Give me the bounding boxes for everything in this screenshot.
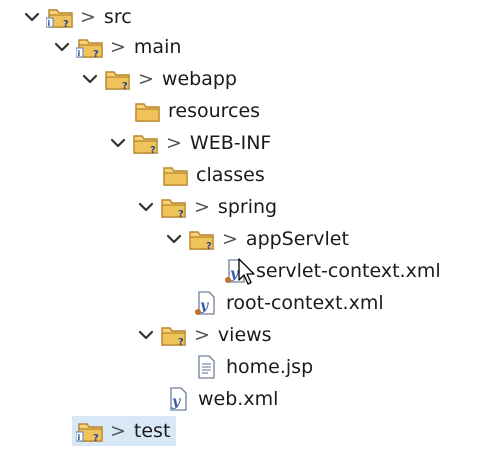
tree-node-decoration: > [80, 6, 96, 28]
tree-node-webapp[interactable]: > webapp [80, 64, 237, 94]
folder-icon [160, 322, 188, 348]
tree-node-decoration: > [138, 68, 154, 90]
tree-node-label: home.jsp [226, 356, 314, 378]
chevron-down-icon[interactable] [164, 229, 184, 249]
chevron-down-icon[interactable] [108, 133, 128, 153]
tree-node-decoration: > [222, 228, 238, 250]
tree-node-main[interactable]: > main [52, 32, 181, 62]
folder-icon [162, 162, 190, 188]
tree-node-servlet-context-xml[interactable]: servlet-context.xml [222, 256, 441, 286]
tree-node-test[interactable]: > test [72, 416, 176, 446]
tree-node-decoration: > [110, 36, 126, 58]
chevron-down-icon[interactable] [80, 69, 100, 89]
tree-node-decoration: > [110, 420, 126, 442]
package-folder-icon [76, 34, 104, 60]
tree-node-classes[interactable]: classes [162, 160, 265, 190]
tree-node-spring[interactable]: > spring [136, 192, 277, 222]
tree-node-label: spring [217, 196, 278, 218]
tree-node-root-context-xml[interactable]: root-context.xml [192, 288, 384, 318]
chevron-down-icon[interactable] [52, 37, 72, 57]
tree-node-label: webapp [161, 68, 237, 90]
tree-node-label: test [133, 420, 171, 442]
tree-node-label: web.xml [198, 388, 279, 410]
tree-node-label: src [103, 6, 132, 28]
folder-icon [188, 226, 216, 252]
xml-file-icon [164, 386, 192, 412]
tree-node-label: main [133, 36, 182, 58]
tree-node-decoration: > [166, 132, 182, 154]
tree-node-decoration: > [194, 324, 210, 346]
tree-node-web-inf[interactable]: > WEB-INF [108, 128, 271, 158]
tree-node-appservlet[interactable]: > appServlet [164, 224, 349, 254]
tree-node-resources[interactable]: resources [134, 96, 260, 126]
folder-icon [160, 194, 188, 220]
tree-node-views[interactable]: > views [136, 320, 272, 350]
tree-node-label: classes [196, 164, 265, 186]
chevron-down-icon[interactable] [136, 325, 156, 345]
chevron-down-icon[interactable] [22, 7, 42, 27]
tree-node-home-jsp[interactable]: home.jsp [192, 352, 313, 382]
tree-node-label: root-context.xml [226, 292, 384, 314]
tree-node-decoration: > [194, 196, 210, 218]
tree-node-label: resources [168, 100, 261, 122]
xml-file-icon [222, 258, 250, 284]
tree-node-label: servlet-context.xml [256, 260, 441, 282]
xml-file-icon [192, 290, 220, 316]
package-folder-icon [46, 4, 74, 30]
tree-node-src[interactable]: > src [22, 2, 132, 32]
chevron-down-icon[interactable] [136, 197, 156, 217]
tree-node-label: views [217, 324, 272, 346]
folder-icon [134, 98, 162, 124]
jsp-file-icon [192, 354, 220, 380]
folder-icon [132, 130, 160, 156]
folder-icon [104, 66, 132, 92]
tree-node-web-xml[interactable]: web.xml [164, 384, 278, 414]
tree-node-label: appServlet [245, 228, 349, 250]
tree-node-label: WEB-INF [189, 132, 272, 154]
package-folder-icon [76, 418, 104, 444]
